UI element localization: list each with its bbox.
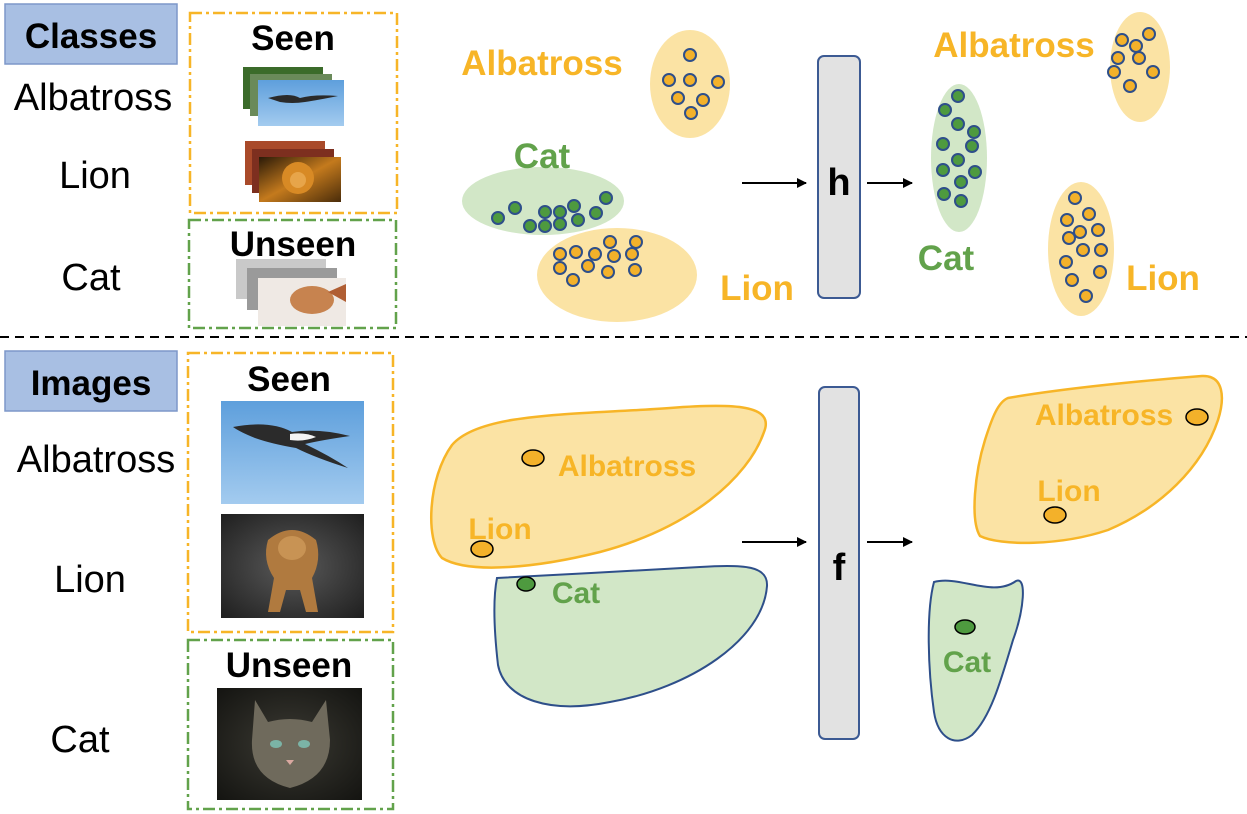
images-label-lion: Lion [54, 559, 126, 601]
mapping-f-label: f [833, 547, 846, 589]
images-label-albatross: Albatross [17, 439, 175, 481]
classes-header: Classes [25, 17, 157, 56]
bottom-left-albatross-point [521, 449, 545, 467]
lion-photo-stack [245, 141, 341, 202]
images-header: Images [31, 364, 152, 403]
bottom-right-albatross-point [1185, 408, 1209, 426]
bottom-right-lion-point [1043, 506, 1067, 524]
bottom-left-unseen-region [493, 564, 769, 708]
top-right-cat-points [936, 89, 982, 208]
lion-photo [221, 514, 364, 618]
albatross-photo [221, 401, 364, 504]
images-unseen-box [186, 638, 395, 811]
mapping-f-bar [818, 386, 860, 740]
top-right-albatross-cluster [1110, 12, 1170, 122]
top-left-albatross-label: Albatross [461, 44, 622, 83]
cat-photo-icon [251, 700, 330, 788]
images-section: Images Albatross Lion Cat Seen Unseen [4, 350, 1224, 811]
bottom-left-cat-label: Cat [552, 577, 600, 610]
top-right-cat-label: Cat [918, 239, 975, 278]
top-right-albatross-points [1107, 27, 1160, 93]
classes-label-lion: Lion [59, 155, 131, 197]
top-right-lion-label: Lion [1126, 259, 1200, 298]
bottom-left-lion-label: Lion [468, 513, 531, 546]
classes-unseen-title: Unseen [230, 225, 356, 264]
bottom-left-cat-point [516, 576, 536, 592]
top-right-albatross-label: Albatross [933, 26, 1094, 65]
classes-section: Classes Albatross Lion Cat Seen Unseen [4, 3, 1200, 330]
cat-photo [217, 688, 362, 800]
classes-label-cat: Cat [61, 257, 121, 299]
bottom-right-cat-label: Cat [943, 646, 991, 679]
top-left-lion-points [553, 235, 643, 287]
bottom-right-albatross-label: Albatross [1035, 399, 1173, 432]
images-seen-box [186, 351, 395, 634]
top-left-albatross-points [662, 48, 725, 120]
top-right-lion-points [1059, 191, 1108, 303]
albatross-photo-icon [233, 424, 350, 468]
albatross-photo-stack [243, 67, 344, 126]
cat-photo-icon [290, 286, 334, 314]
bottom-right-cat-point [954, 619, 976, 635]
images-seen-title: Seen [247, 360, 331, 399]
bottom-right-seen-region [973, 374, 1224, 545]
bottom-left-albatross-label: Albatross [558, 450, 696, 483]
classes-header-box [4, 3, 178, 65]
top-left-cat-label: Cat [514, 137, 571, 176]
albatross-photo-icon [268, 95, 338, 103]
mapping-h-bar [817, 55, 861, 299]
classes-unseen-box [187, 218, 398, 330]
images-label-cat: Cat [50, 719, 110, 761]
images-header-box [4, 350, 178, 412]
bottom-right-unseen-region [927, 579, 1024, 742]
cat-photo-stack [236, 259, 346, 326]
images-unseen-title: Unseen [226, 646, 352, 685]
top-left-lion-label: Lion [720, 269, 794, 308]
top-left-lion-cluster [537, 228, 697, 322]
classes-label-albatross: Albatross [14, 77, 172, 119]
classes-seen-box [188, 11, 399, 215]
bottom-right-lion-label: Lion [1037, 475, 1100, 508]
mapping-h-label: h [827, 162, 850, 204]
bottom-left-seen-region [429, 404, 767, 569]
bottom-left-lion-point [470, 540, 494, 558]
top-left-cat-points [491, 191, 613, 233]
classes-seen-title: Seen [251, 19, 335, 58]
